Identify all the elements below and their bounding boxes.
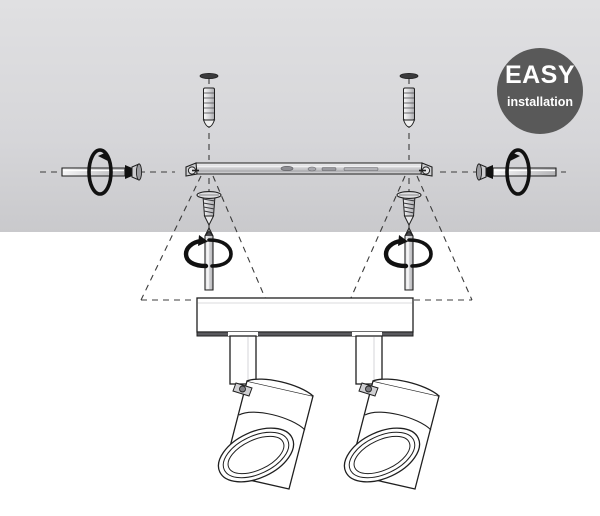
guide-splay-right-outer (416, 175, 473, 301)
side-tool-right-shaft (492, 167, 557, 177)
screwdriver-shaft-right (404, 226, 414, 291)
spotlight-head-right-joint (358, 382, 379, 397)
rotation-arrow-right-vertical-front (383, 238, 409, 269)
screwdriver-shaft-left-tip (204, 230, 214, 237)
side-screw-right (475, 163, 487, 181)
rotation-arrow-left-horizontal-head (98, 152, 110, 162)
badge-main-label: EASY (505, 61, 575, 89)
wall-anchor-right-ribs (404, 92, 414, 114)
side-tool-left (61, 148, 143, 196)
rotation-arrow-left-vertical (183, 235, 233, 269)
rotation-arrow-left-vertical-front (183, 238, 209, 269)
spotlight-head-right (343, 378, 440, 490)
spotlight-head-right-aperture-inner (353, 435, 411, 475)
spotlight-head-left-joint (232, 382, 253, 397)
bar-hole-1 (307, 166, 317, 172)
spotlight-head-left-aperture-inner (227, 435, 285, 475)
side-screw-left (131, 163, 143, 181)
screw-left (196, 191, 222, 227)
spotlight-head-left-pivot-screw (239, 385, 246, 393)
mounting-bar (185, 162, 433, 177)
wall-anchor-right-head (399, 73, 419, 80)
screw-right-point (403, 215, 415, 227)
side-tool-right (475, 148, 557, 196)
wall-anchor-left-ribs (204, 92, 214, 114)
spotlight-head-left-trim-ring (238, 411, 306, 431)
rotation-arrow-left-horizontal-ring (87, 148, 113, 196)
screw-left-threads (202, 198, 216, 214)
rotation-arrow-right-vertical-back (407, 238, 433, 268)
bar-keyhole-left (185, 162, 199, 177)
spotlight-stem-left (229, 335, 257, 385)
bar-keyhole-right (419, 162, 433, 177)
wall-anchor-left-head (199, 73, 219, 80)
bar-slot-2 (321, 167, 337, 171)
bar-slot-1 (280, 166, 294, 172)
spotlight-head-left (217, 378, 314, 490)
spotlight-stem-right-body (355, 335, 383, 385)
screw-right (396, 191, 422, 227)
screwdriver-shaft-right-body (404, 226, 414, 291)
base-plate-notch-right (352, 332, 382, 336)
side-tool-left-shaft (61, 167, 126, 177)
base-plate-body (196, 297, 414, 333)
screwdriver-shaft-right-tip (404, 230, 414, 237)
side-screw-right-head (475, 163, 483, 181)
rotation-arrow-right-vertical (383, 235, 433, 269)
guide-splay-right-inner (349, 175, 406, 301)
wall-anchor-right (399, 73, 419, 128)
bar-slot-3 (343, 167, 379, 171)
spotlight-head-left-aperture (217, 427, 295, 483)
rotation-arrow-right-vertical-head (398, 235, 408, 246)
base-plate-notch-left (228, 332, 258, 336)
guide-splay-left-outer (140, 175, 202, 301)
side-screw-left-head (135, 163, 143, 181)
screw-left-point (203, 215, 215, 227)
base-plate (196, 297, 414, 337)
rotation-arrow-left-vertical-head (198, 235, 208, 246)
wall-anchor-left-tip (202, 119, 216, 128)
spotlight-head-right-rear-cap (372, 378, 440, 397)
rotation-arrow-right-horizontal-head (508, 152, 520, 162)
rotation-arrow-right-horizontal-ring (505, 148, 531, 196)
guide-splay-left-inner (212, 175, 267, 301)
spotlight-head-right-trim-ring (364, 411, 432, 431)
easy-installation-badge: EASY installation (497, 48, 583, 134)
wall-anchor-right-tip (402, 119, 416, 128)
spotlight-head-left-rear-cap (246, 378, 314, 397)
badge-circle (497, 48, 583, 134)
screw-right-threads (402, 198, 416, 214)
spotlight-stem-left-body (229, 335, 257, 385)
screwdriver-shaft-left-body (204, 226, 214, 291)
spotlight-head-right-aperture (343, 427, 421, 483)
spotlight-head-right-pivot-screw (365, 385, 372, 393)
badge-sub-label: installation (507, 95, 573, 109)
spotlight-stem-right (355, 335, 383, 385)
wall-anchor-left (199, 73, 219, 128)
screwdriver-shaft-left (204, 226, 214, 291)
rotation-arrow-left-vertical-back (207, 238, 233, 268)
